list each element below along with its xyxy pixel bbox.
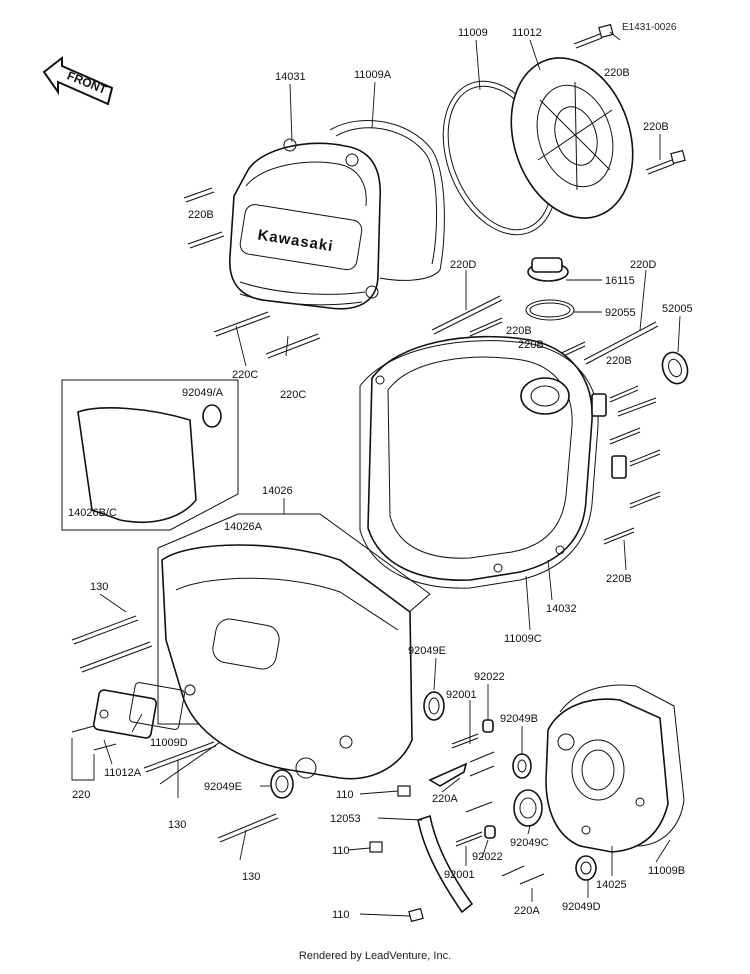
crankcase-cover-14032 (367, 335, 593, 581)
gasket-11009B (559, 684, 685, 847)
bolt-220B-right (645, 149, 686, 175)
callout-220B-top: 220B (604, 67, 630, 79)
oil-cap-16115 (527, 257, 569, 282)
callout-92049A: 92049/A (182, 387, 224, 399)
callout-92049C: 92049C (510, 837, 549, 849)
front-arrow-icon: FRONT (42, 55, 114, 106)
callout-92001-a: 92001 (446, 689, 477, 701)
bolts-220B-left (183, 187, 225, 249)
document-id: E1431-0026 (622, 22, 677, 33)
callout-220C-a: 220C (232, 369, 258, 381)
callout-92049E-b: 92049E (204, 781, 242, 793)
callout-11009A: 11009A (354, 69, 392, 81)
callout-92049E-a: 92049E (408, 645, 446, 657)
callout-110-b: 110 (332, 845, 350, 857)
callout-92049D: 92049D (562, 901, 601, 913)
callout-52005: 52005 (662, 303, 693, 315)
callout-92022-b: 92022 (472, 851, 503, 863)
generator-outer-cover-14031: Kawasaki (229, 138, 382, 310)
callout-12053: 12053 (330, 813, 361, 825)
bolts-110 (347, 785, 424, 923)
bolts-220B-right-group (591, 385, 661, 545)
bolts-220 (71, 725, 117, 751)
footer-credit: Rendered by LeadVenture, Inc. (298, 950, 452, 962)
callout-16115: 16115 (605, 275, 635, 287)
callout-11012A: 11012A (104, 767, 142, 779)
callout-220B-mid3: 220B (606, 355, 632, 367)
callout-220A-b: 220A (514, 905, 540, 917)
callout-92022-a: 92022 (474, 671, 505, 683)
inner-cover-11012 (510, 57, 634, 219)
callout-92049B: 92049B (500, 713, 538, 725)
callout-11009D: 11009D (150, 737, 188, 749)
callout-220D-a: 220D (450, 259, 476, 271)
bolts-130 (71, 615, 279, 843)
seal-92049B (512, 753, 532, 779)
outer-cover-14026A (161, 544, 413, 780)
callout-220B-mid2: 220B (518, 339, 544, 351)
seal-92049E-lower (270, 769, 294, 799)
gasket-11009D (129, 682, 185, 730)
cover-14025 (545, 698, 669, 853)
callout-130-a: 130 (90, 581, 108, 593)
callout-110-a: 110 (336, 789, 354, 801)
callout-11009: 11009 (458, 27, 488, 39)
callout-11009C: 11009C (504, 633, 542, 645)
inset-box-14026BC (61, 379, 239, 531)
gasket-11009A (329, 120, 445, 281)
callouts: 14031 11009A 11009 11012 220B 220B 220B … (68, 27, 693, 921)
callout-14032: 14032 (546, 603, 577, 615)
plate-11012A (92, 689, 158, 739)
seal-52005 (661, 351, 689, 385)
callout-130-b: 130 (168, 819, 186, 831)
o-ring-92055 (525, 299, 575, 321)
callout-220A-a: 220A (432, 793, 458, 805)
callout-220D-b: 220D (630, 259, 656, 271)
bolt-220B-top (573, 23, 614, 49)
bolts-92001-92022 (451, 719, 545, 885)
seal-92049D (575, 855, 597, 881)
callout-130-c: 130 (242, 871, 260, 883)
callout-220B-low: 220B (606, 573, 632, 585)
callout-14025: 14025 (596, 879, 627, 891)
callout-14031: 14031 (275, 71, 306, 83)
leader-lines (71, 31, 681, 902)
callout-220B-left: 220B (188, 209, 214, 221)
callout-92055: 92055 (605, 307, 636, 319)
callout-220B-right1: 220B (643, 121, 669, 133)
callout-11012: 11012 (512, 27, 542, 39)
gasket-11009C (359, 340, 599, 589)
bolts-220C (213, 311, 321, 359)
callout-14026: 14026 (262, 485, 293, 497)
callout-220C-b: 220C (280, 389, 306, 401)
seal-92049C (513, 789, 543, 827)
callout-14026A: 14026A (224, 521, 263, 533)
callout-92001-b: 92001 (444, 869, 475, 881)
callout-11009B: 11009B (648, 865, 685, 877)
callout-110-c: 110 (332, 909, 350, 921)
callout-14026BC: 14026B/C (68, 507, 117, 519)
callout-220B-mid1: 220B (506, 325, 532, 337)
seal-92049E-upper (423, 691, 445, 721)
callout-220: 220 (72, 789, 90, 801)
bracket-12053 (417, 762, 474, 914)
